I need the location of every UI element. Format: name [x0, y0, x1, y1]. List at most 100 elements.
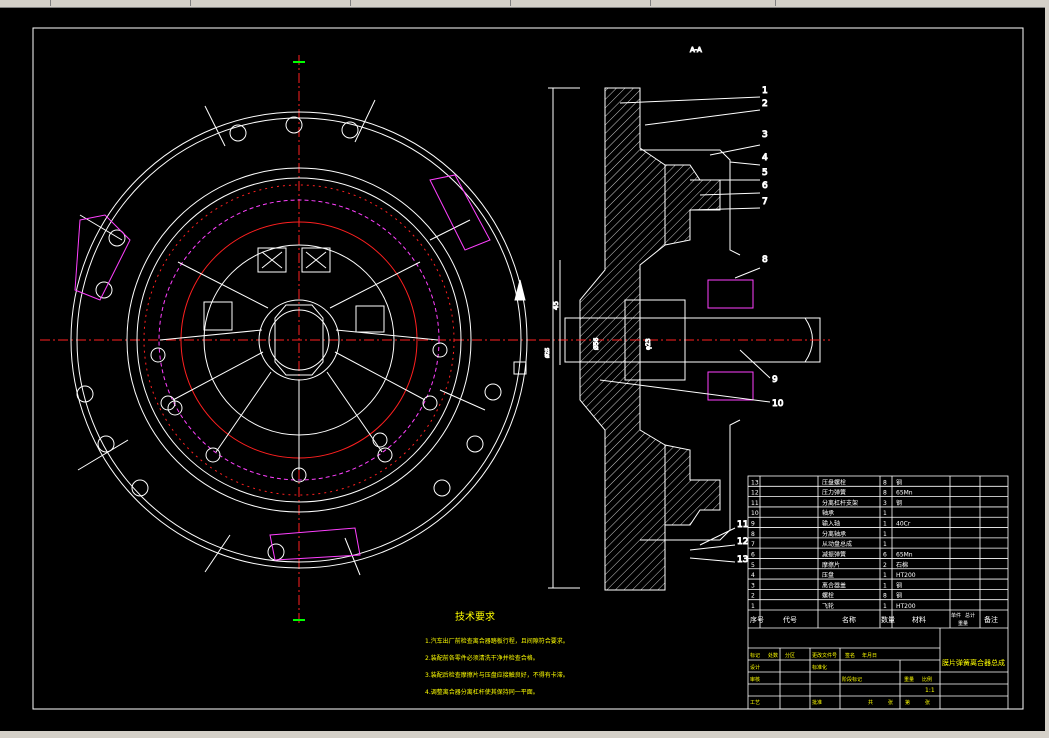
svg-text:备注: 备注 [984, 615, 998, 624]
release-bearing [707, 279, 754, 309]
tech-req-item: 2.装配前各零件必须清洗干净并检查合格。 [425, 654, 539, 662]
bom-cell: 从动盘总成 [822, 540, 852, 548]
svg-text:11: 11 [737, 520, 748, 530]
pressure-plate [664, 164, 721, 246]
tech-req-item: 4.调整离合器分离杠杆使其保持同一平面。 [425, 688, 539, 696]
tech-req-item: 3.装配后检查摩擦片与压盘应接触良好，不得有卡滞。 [425, 671, 569, 679]
title-block-label: 标记 [750, 652, 760, 659]
hub [624, 299, 686, 381]
bom-cell: 1 [883, 521, 887, 528]
svg-text:单件: 单件 [951, 612, 961, 619]
bom-cell: 2 [751, 593, 755, 600]
svg-text:材料: 材料 [912, 615, 926, 624]
bom-cell: 分离杠杆支架 [822, 499, 858, 507]
bom-cell: 2 [883, 562, 887, 569]
svg-text:2: 2 [762, 99, 768, 109]
bom-cell: 钢 [896, 499, 902, 507]
svg-text:13: 13 [737, 555, 748, 565]
window-top-bar [0, 0, 1049, 8]
flywheel-bolt-holes [76, 116, 502, 561]
input-shaft [564, 317, 821, 363]
bom-cell: 钢 [896, 592, 902, 600]
bom-cell: 压盘 [822, 571, 834, 579]
title-block-label: 重量 [904, 676, 914, 683]
bom-cell: 1 [883, 603, 887, 610]
drawing-scale: 1:1 [925, 687, 935, 694]
svg-text:重量: 重量 [958, 620, 968, 627]
bom-cell: 6 [751, 551, 755, 558]
drawing-frame [32, 27, 1024, 710]
bom-cell: 螺栓 [822, 592, 834, 600]
bom-cell: 石棉 [896, 561, 908, 569]
title-block-labels: 标记处数分区更改文件号签名年月日设计标准化审核工艺批准阶段标记重量比例共张第张 [750, 652, 932, 706]
svg-text:12: 12 [737, 537, 748, 547]
toolbar-segment[interactable] [510, 0, 651, 6]
svg-text:名称: 名称 [842, 615, 856, 624]
bom-cell: 65Mn [896, 551, 913, 558]
part-number-labels: 1 2 3 4 5 6 7 8 9 10 11 12 13 [737, 86, 785, 566]
title-block-label: 分区 [785, 652, 795, 659]
toolbar-segment[interactable] [50, 0, 191, 6]
bom-cell: 6 [883, 551, 887, 558]
bom-cell: 11 [751, 500, 759, 507]
bom-cell: 1 [883, 510, 887, 517]
bom-cell: 10 [751, 510, 759, 517]
title-block-label: 处数 [768, 652, 778, 659]
bolt-pitch-circle [158, 199, 440, 481]
bom-cell: 压力弹簧 [822, 489, 846, 497]
bom-cell: 8 [883, 479, 887, 486]
drawing-title: 膜片弹簧离合器总成 [942, 658, 1005, 667]
bom-cell: 离合器盖 [822, 581, 846, 589]
title-block-label: 更改文件号 [812, 652, 837, 659]
tech-req-item: 1.汽车出厂前检查离合器踏板行程，且间隙符合要求。 [425, 637, 569, 645]
bom-cell: HT200 [896, 572, 916, 579]
bom-cell: 飞轮 [822, 602, 834, 610]
leader-lines [599, 96, 771, 563]
toolbar-segment[interactable] [650, 0, 776, 6]
bom-cell: 4 [751, 572, 755, 579]
bom-cell: 钢 [896, 581, 902, 589]
bom-cell: 1 [883, 572, 887, 579]
title-block-label: 设计 [750, 664, 760, 671]
bom-cell: 9 [751, 521, 755, 528]
toolbar-segment[interactable] [350, 0, 511, 6]
bom-cell: 8 [883, 593, 887, 600]
title-block-label: 标准化 [812, 664, 827, 671]
tech-req-title: 技术要求 [455, 610, 495, 623]
vertical-scrollbar[interactable] [1045, 7, 1049, 731]
bom-cell: 8 [883, 490, 887, 497]
dim-23: φ23 [645, 338, 652, 350]
bom-cell: 钢 [896, 478, 902, 486]
bom-cell: 1 [883, 541, 887, 548]
bom-cell: 8 [751, 531, 755, 538]
title-block-label: 第 [905, 699, 910, 706]
bom-cell: 轴承 [822, 509, 834, 517]
title-block-label: 共 [868, 699, 873, 706]
clutch-cover-circle [126, 167, 472, 513]
svg-text:5: 5 [762, 168, 768, 178]
title-block-label: 比例 [922, 676, 932, 683]
bom-cell: 1 [751, 603, 755, 610]
toolbar-segment[interactable] [190, 0, 351, 6]
title-block-label: 张 [925, 699, 930, 706]
bom-cell: 减振弹簧 [822, 550, 846, 558]
title-block-label: 阶段标记 [842, 676, 862, 683]
bom-cell: 1 [883, 582, 887, 589]
svg-text:6: 6 [762, 181, 768, 191]
svg-text:10: 10 [772, 399, 784, 409]
dim-45: 45 [552, 301, 560, 310]
title-block-label: 审核 [750, 676, 760, 683]
splined-hub [274, 304, 324, 376]
dim-56: Ø56 [593, 337, 600, 350]
bom-cell: 输入轴 [822, 520, 840, 528]
toolbar-segment[interactable] [0, 0, 51, 6]
svg-text:代号: 代号 [783, 615, 797, 624]
title-block-label: 年月日 [862, 652, 877, 659]
bom-cell: 13 [751, 479, 759, 486]
technical-requirements: 技术要求 1.汽车出厂前检查离合器踏板行程，且间隙符合要求。 2.装配前各零件必… [425, 610, 569, 696]
dim-25: Ø25 [544, 348, 551, 358]
title-block-label: 张 [888, 699, 893, 706]
section-label: A-A [690, 46, 702, 54]
